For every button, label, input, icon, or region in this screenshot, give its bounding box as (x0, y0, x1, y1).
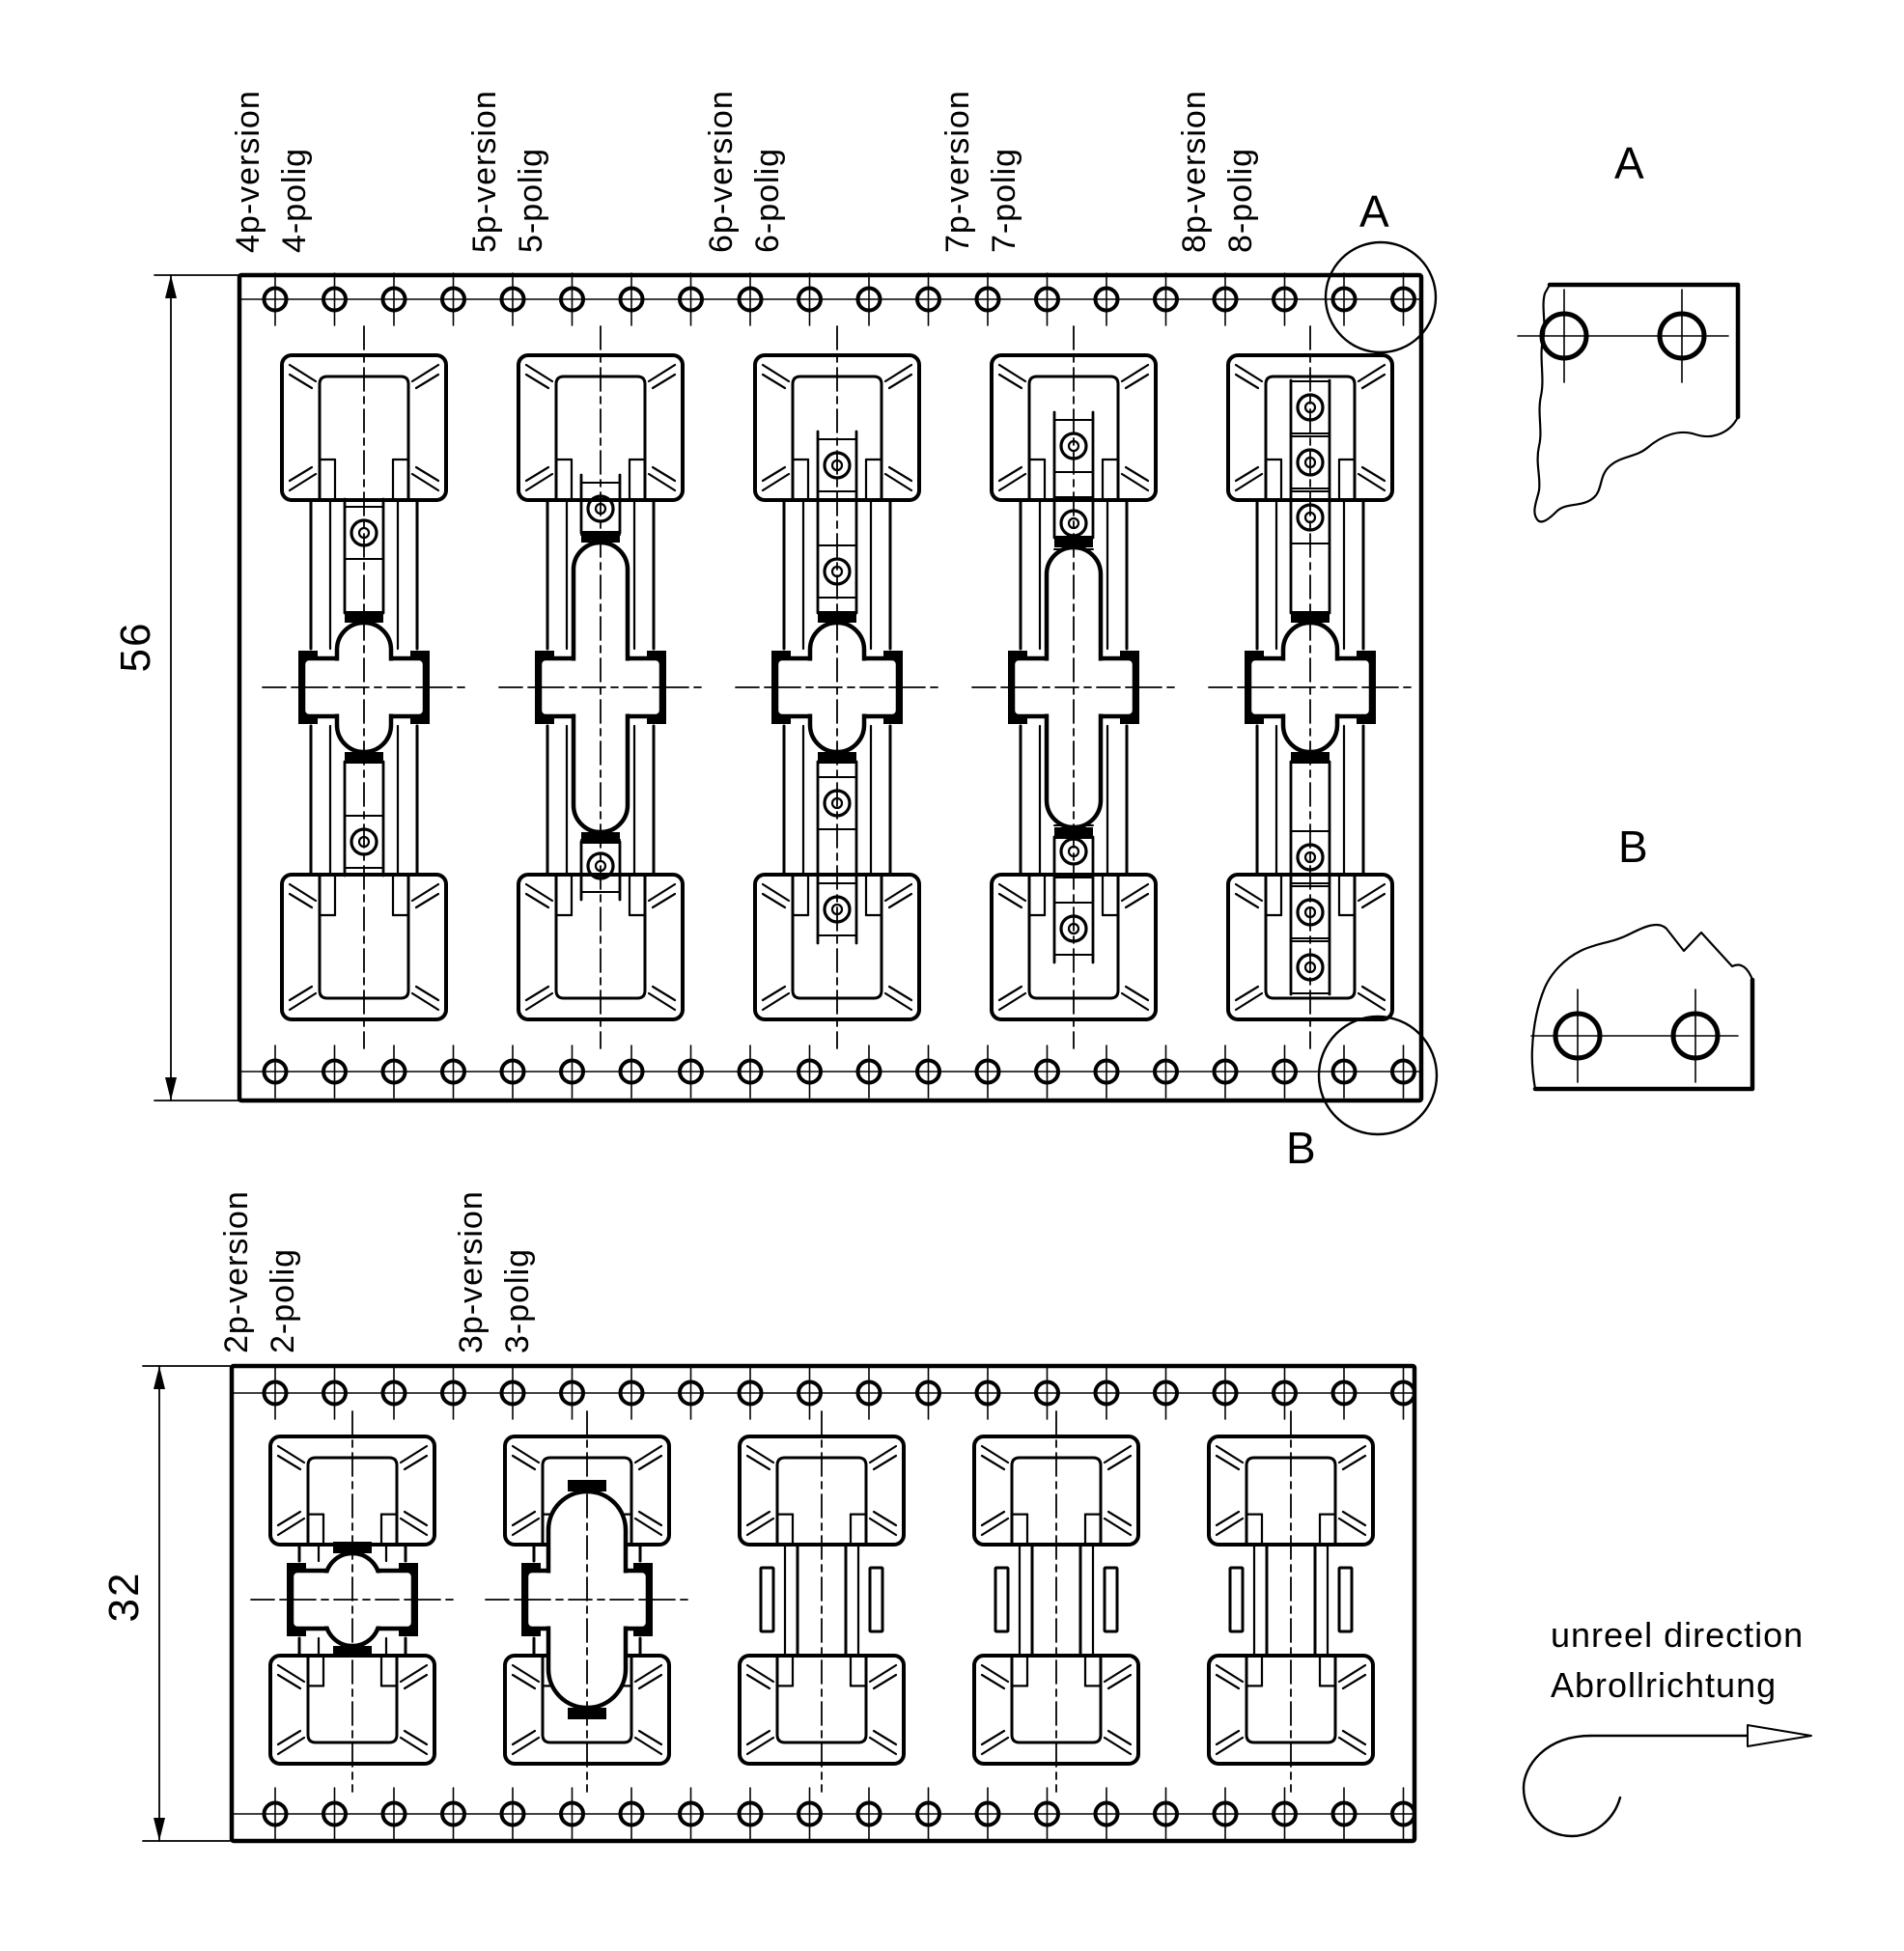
pocket-label-7p-line2: 7-polig (986, 147, 1022, 253)
detail-marker-a-on-tape: A (1359, 186, 1389, 237)
pocket-label-4p-line2: 4-polig (276, 147, 313, 253)
pocket-label-7p-line1: 7p-version (939, 90, 976, 253)
pocket-label-4p-line1: 4p-version (230, 90, 266, 253)
unreel-direction-line2: Abrollrichtung (1551, 1665, 1778, 1705)
pocket-label-2p: 2p-version 2-polig (213, 1160, 306, 1353)
pocket-label-3p-line2: 3-polig (499, 1247, 536, 1353)
pocket-label-3p-line1: 3p-version (453, 1190, 490, 1353)
pocket-label-6p-line1: 6p-version (703, 90, 740, 253)
detail-view-b-title: B (1618, 822, 1648, 872)
dim-label-bottom-strip: 32 (100, 1571, 148, 1623)
pocket-label-4p: 4p-version 4-polig (225, 60, 318, 253)
pocket-label-2p-line1: 2p-version (218, 1190, 255, 1353)
unreel-direction-note: unreel direction Abrollrichtung (1551, 1610, 1804, 1711)
pocket-label-8p-line2: 8-polig (1222, 147, 1259, 253)
pocket-label-8p-line1: 8p-version (1176, 90, 1213, 253)
pocket-label-3p: 3p-version 3-polig (448, 1160, 541, 1353)
detail-view-a-title: A (1614, 138, 1644, 188)
pocket-label-6p-line2: 6-polig (749, 147, 786, 253)
pocket-label-5p-line1: 5p-version (466, 90, 503, 253)
pocket-label-5p-line2: 5-polig (513, 147, 549, 253)
unreel-direction-line1: unreel direction (1551, 1615, 1805, 1655)
pocket-label-2p-line2: 2-polig (265, 1247, 301, 1353)
pocket-label-5p: 5p-version 5-polig (462, 60, 554, 253)
detail-marker-b-on-tape: B (1286, 1123, 1316, 1173)
pocket-label-6p: 6p-version 6-polig (698, 60, 791, 253)
pocket-label-8p: 8p-version 8-polig (1171, 60, 1264, 253)
pocket-label-7p: 7p-version 7-polig (935, 60, 1027, 253)
dim-label-top-strip: 56 (112, 621, 159, 673)
